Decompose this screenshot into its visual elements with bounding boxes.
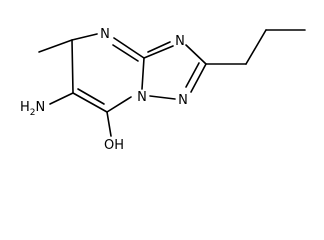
structure-canvas: N N N N H2N OH: [20, 27, 306, 153]
atom-hydroxyl: OH: [104, 138, 124, 153]
bond-methyl: [38, 39, 73, 53]
bond-c3a-n3: [143, 45, 174, 59]
bond-c3a-n3-inner: [147, 41, 171, 53]
bond-n4-c3a: [113, 37, 145, 59]
bond-propyl-2: [245, 29, 267, 65]
bond-c5-n4: [71, 33, 98, 41]
bond-n-lower-n1: [149, 95, 176, 100]
chemical-structure-diagram: N N N N H2N OH: [20, 27, 306, 153]
bond-c7-c6-inner: [77, 88, 105, 105]
atom-labels: N N N N H2N OH: [20, 27, 188, 153]
atom-n-upper-left: N: [100, 27, 110, 42]
amine-h: H: [20, 100, 30, 115]
bond-c6-nh2: [49, 92, 74, 105]
atom-n-lower: N: [178, 93, 188, 108]
bond-c7-c6: [72, 92, 108, 113]
atom-amine: H2N: [20, 100, 45, 118]
bond-c2-n-lower: [190, 63, 207, 93]
atom-n-bridge: N: [137, 90, 147, 105]
bond-n4-c3a-inner: [112, 44, 139, 62]
amine-subscript: 2: [30, 108, 36, 118]
amine-n: N: [36, 100, 46, 115]
bond-c7-oh: [106, 111, 112, 137]
bond-n3-c2: [185, 44, 207, 65]
bond-c3a-n1: [141, 57, 145, 90]
bond-c2-n-lower-inner: [185, 62, 200, 88]
bond-n1-c7: [106, 96, 132, 113]
bonds: [38, 29, 306, 137]
atom-n-upper-right: N: [175, 34, 185, 49]
bond-c6-c5: [71, 39, 74, 94]
